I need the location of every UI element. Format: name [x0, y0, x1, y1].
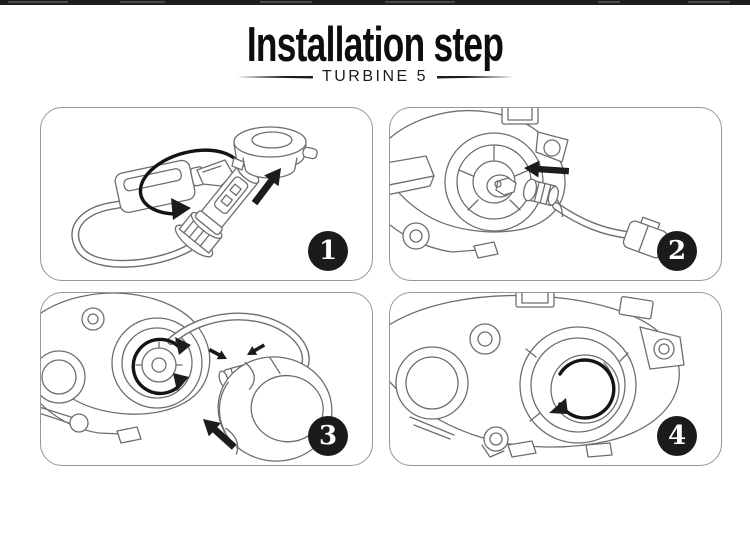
- bulb-insert-drawing: [522, 178, 564, 218]
- mini-arrow-icon: [208, 348, 227, 360]
- installed-dust-cover-drawing: [550, 354, 620, 424]
- insert-arrow-icon: [524, 160, 570, 178]
- step-number-badge: 3: [308, 416, 348, 456]
- step-number: 1: [318, 236, 338, 266]
- steps-grid: 1: [40, 107, 722, 466]
- step-number: 4: [667, 421, 687, 451]
- step-panel-3: 3: [40, 292, 373, 466]
- header: Installation step: [0, 21, 750, 70]
- step-panel-2: 2: [389, 107, 722, 281]
- step-number-badge: 2: [657, 231, 697, 271]
- up-arrow-icon: [251, 168, 281, 206]
- page-subtitle: TURBINE 5: [0, 68, 750, 86]
- subtitle-text: TURBINE 5: [321, 68, 429, 85]
- twist-arrow-icon: [558, 358, 616, 420]
- attach-arrow-icon: [203, 419, 237, 450]
- step-number-badge: 4: [657, 416, 697, 456]
- subtitle-right-rule: [437, 75, 514, 79]
- dust-cover-drawing: [217, 356, 333, 462]
- led-bulb-drawing: [174, 164, 260, 258]
- retaining-ring-drawing: [231, 126, 318, 179]
- step-number: 3: [318, 421, 338, 451]
- step-panel-4: 4: [389, 292, 722, 466]
- mini-arrow-icon: [247, 343, 266, 355]
- step3-illustration-dust-cover: [41, 293, 333, 462]
- rotate-lock-arrow: [131, 337, 185, 396]
- connector-box-drawing: [114, 159, 206, 214]
- step1-illustration-bulb-and-ring: [71, 126, 318, 268]
- step2-illustration-insert-bulb: [390, 108, 686, 260]
- step-panel-1: 1: [40, 107, 373, 281]
- top-bar: [0, 0, 750, 5]
- step4-illustration-twist-cover: [390, 293, 685, 458]
- page-title: Installation step: [246, 18, 504, 72]
- step-number: 2: [667, 236, 687, 266]
- subtitle-left-rule: [236, 75, 313, 79]
- step-number-badge: 1: [308, 231, 348, 271]
